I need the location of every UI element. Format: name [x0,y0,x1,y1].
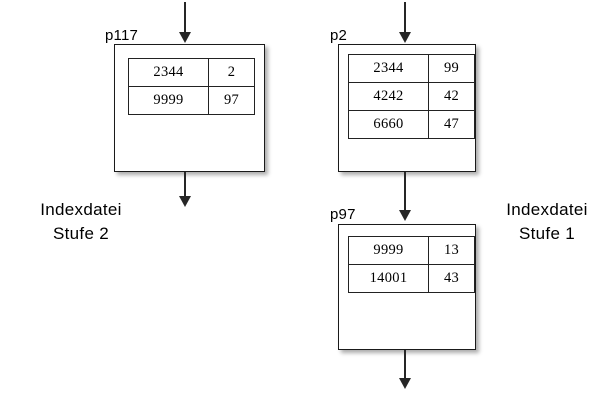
entry-table-p97: 9999 13 14001 43 [348,236,475,293]
entry-pointer: 47 [428,110,475,139]
arrow-out-p97-shaft [404,350,406,380]
caption-line-2: Stufe 1 [519,224,575,243]
entry-key: 14001 [348,264,429,293]
arrow-p2-to-p97-head [399,210,411,221]
caption-indexdatei-stufe-1: Indexdatei Stufe 1 [489,198,605,246]
entry-pointer: 99 [428,54,475,83]
entry-table-p117: 2344 2 9999 97 [128,58,255,115]
table-row: 9999 13 [348,236,475,265]
node-label-p97: p97 [330,206,356,223]
table-row: 2344 2 [128,58,255,87]
entry-key: 2344 [348,54,429,83]
arrow-into-p2-shaft [404,2,406,34]
table-row: 6660 47 [348,110,475,139]
caption-indexdatei-stufe-2: Indexdatei Stufe 2 [14,198,148,246]
table-row: 9999 97 [128,86,255,115]
entry-pointer: 13 [428,236,475,265]
arrow-into-p117-shaft [184,2,186,34]
arrow-into-p117-head [179,32,191,43]
node-label-p117: p117 [105,27,139,44]
entry-key: 6660 [348,110,429,139]
caption-line-2: Stufe 2 [53,224,109,243]
table-row: 14001 43 [348,264,475,293]
node-label-p2: p2 [330,27,348,44]
entry-pointer: 43 [428,264,475,293]
entry-key: 4242 [348,82,429,111]
entry-pointer: 2 [208,58,255,87]
arrow-p2-to-p97-shaft [404,172,406,212]
entry-table-p2: 2344 99 4242 42 6660 47 [348,54,475,139]
entry-pointer: 97 [208,86,255,115]
arrow-out-p117-shaft [184,172,186,198]
arrow-out-p97-head [399,378,411,389]
caption-line-1: Indexdatei [40,200,122,219]
entry-pointer: 42 [428,82,475,111]
arrow-out-p117-head [179,196,191,207]
entry-key: 2344 [128,58,209,87]
entry-key: 9999 [128,86,209,115]
caption-line-1: Indexdatei [506,200,588,219]
table-row: 4242 42 [348,82,475,111]
arrow-into-p2-head [399,32,411,43]
entry-key: 9999 [348,236,429,265]
table-row: 2344 99 [348,54,475,83]
